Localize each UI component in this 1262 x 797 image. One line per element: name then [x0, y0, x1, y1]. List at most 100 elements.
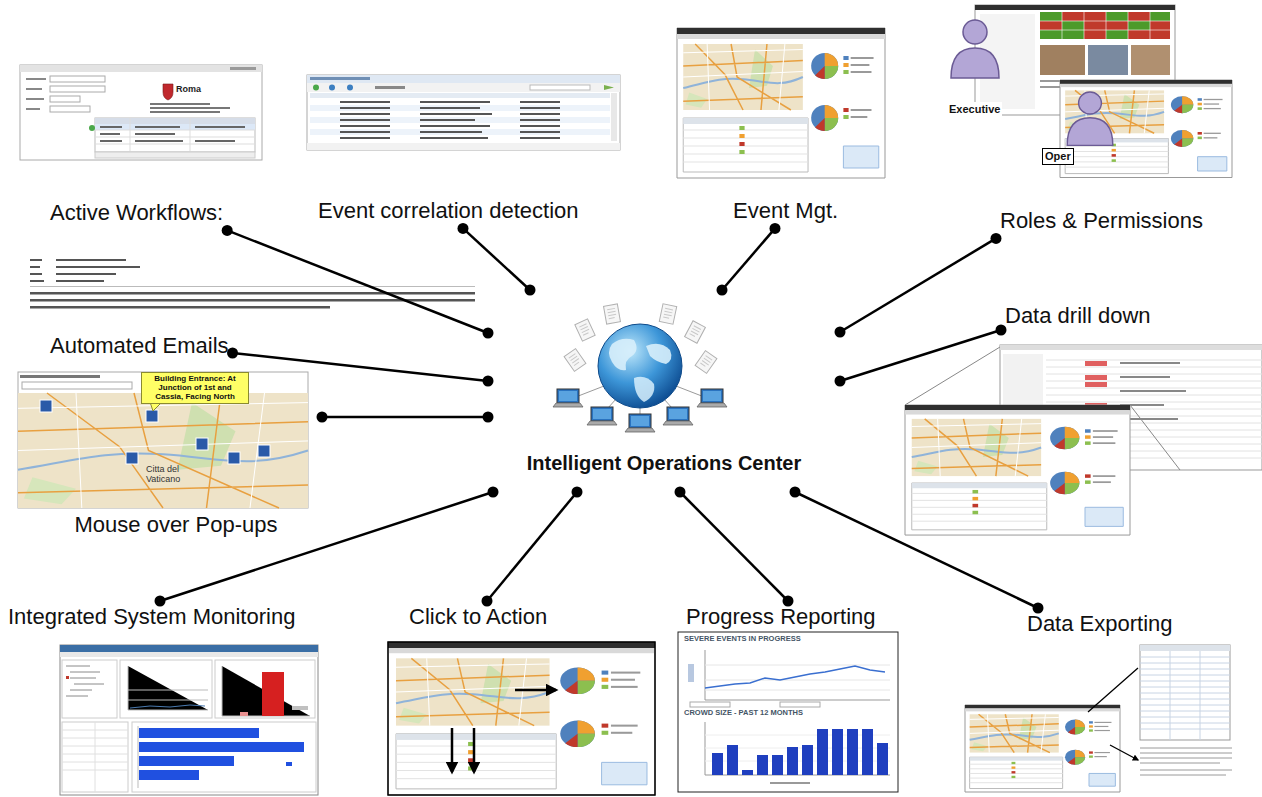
- monitoring-screenshot: [62, 722, 128, 792]
- workflow-screenshot: [230, 67, 256, 70]
- monitoring-screenshot: [222, 666, 310, 716]
- role-name: Executive: [947, 102, 1002, 117]
- workflow-screenshot: [135, 126, 180, 128]
- monitoring-screenshot: [66, 666, 104, 696]
- progress-charts: [817, 729, 828, 775]
- correlation-screenshot: [520, 119, 560, 121]
- progress-charts: [678, 632, 898, 792]
- feature-node: Integrated System Monitoring: [4, 601, 299, 634]
- spoke-line: [795, 492, 1038, 608]
- spoke-dot: [458, 223, 469, 234]
- node-label: Mouse over Pop-ups: [75, 512, 278, 538]
- map-popup: Building Entrance: At Junction of 1st an…: [141, 372, 249, 404]
- emblem-caption: Roma: [176, 84, 201, 94]
- map-screenshot: [258, 445, 270, 457]
- spoke-dot: [717, 285, 728, 296]
- email-screenshot: [30, 266, 40, 268]
- node-label: Event Mgt.: [733, 198, 838, 224]
- correlation-screenshot: [340, 125, 390, 127]
- progress-charts: [847, 729, 858, 775]
- correlation-screenshot: [340, 113, 390, 115]
- drilldown-screenshots: [1120, 376, 1170, 378]
- correlation-screenshot: [520, 131, 560, 133]
- node-label: Active Workflows:: [50, 200, 223, 226]
- spoke-dot: [991, 233, 1002, 244]
- chart-title: CROWD SIZE - PAST 12 MONTHS: [684, 709, 803, 718]
- correlation-screenshot: [310, 123, 610, 129]
- workflow-screenshot: [100, 140, 122, 142]
- roles-screenshots: [1062, 30, 1084, 39]
- email-screenshot: [30, 286, 475, 287]
- spoke-dot: [525, 285, 536, 296]
- hub-icon: [695, 351, 717, 374]
- feature-node: Roles & Permissions: [996, 205, 1207, 238]
- export-screenshots: [1140, 744, 1232, 792]
- workflow-screenshot: [26, 98, 44, 100]
- spoke-line: [680, 492, 788, 601]
- correlation-screenshot: [307, 75, 620, 150]
- click-action-screenshot: [515, 689, 556, 692]
- correlation-screenshot: [307, 143, 620, 150]
- hub-icon: [663, 407, 693, 425]
- correlation-screenshot: [520, 137, 560, 139]
- export-screenshots: [1088, 668, 1138, 760]
- spoke-dot: [227, 348, 238, 359]
- roles-screenshots: [951, 5, 1232, 178]
- monitoring-screenshot: [60, 645, 318, 795]
- correlation-screenshot: [604, 85, 614, 90]
- monitoring-screenshot: [139, 728, 259, 738]
- hub-icon: [598, 324, 682, 408]
- roles-screenshots: [1084, 12, 1106, 21]
- map-screenshot: [196, 438, 208, 450]
- hub-icon: [553, 389, 583, 407]
- workflow-screenshot: [95, 118, 255, 152]
- correlation-screenshot: [310, 129, 610, 135]
- workflow-screenshot: [20, 65, 262, 160]
- email-screenshot: [56, 280, 104, 282]
- correlation-screenshot: [420, 113, 492, 115]
- map-screenshot: [18, 372, 308, 508]
- drilldown-screenshots: [905, 405, 1130, 535]
- hub-icon: [553, 304, 727, 432]
- email-screenshot: [56, 266, 140, 268]
- workflow-screenshot: [26, 88, 42, 90]
- roles-screenshots: [1150, 12, 1170, 21]
- progress-charts: [787, 747, 798, 775]
- feature-node: Data Exporting: [1023, 608, 1177, 641]
- roles-screenshots: [1128, 30, 1150, 39]
- workflow-screenshot: [26, 108, 40, 110]
- monitoring-screenshot: [139, 742, 304, 752]
- monitoring-screenshot: [215, 660, 315, 718]
- event-dashboard-screenshot: [677, 28, 885, 178]
- click-action-screenshot: [388, 642, 655, 795]
- spoke-line: [233, 353, 488, 381]
- progress-charts: [727, 745, 738, 775]
- workflow-screenshot: [95, 118, 255, 152]
- progress-charts: [742, 770, 753, 775]
- correlation-screenshot: [310, 105, 610, 111]
- workflow-screenshot: [50, 106, 90, 112]
- hub-icon: [575, 319, 595, 341]
- roles-screenshots: [1040, 21, 1062, 30]
- spoke-dot: [488, 487, 499, 498]
- correlation-screenshot: [307, 83, 620, 92]
- workflow-screenshot: [20, 65, 262, 72]
- correlation-screenshot: [310, 93, 610, 98]
- roles-screenshots: [1040, 12, 1062, 21]
- correlation-screenshot: [329, 85, 335, 91]
- progress-charts: [757, 755, 768, 775]
- feature-node: Data drill down: [1001, 300, 1155, 333]
- workflow-screenshot: [195, 126, 245, 128]
- workflow-screenshot: [89, 125, 95, 131]
- spoke-dot: [572, 487, 583, 498]
- correlation-screenshot: [340, 107, 390, 109]
- workflow-screenshot: [20, 65, 262, 160]
- email-screenshot: [30, 280, 44, 282]
- feature-node: Active Workflows:: [46, 197, 227, 230]
- correlation-screenshot: [310, 117, 610, 123]
- node-label: Progress Reporting: [686, 604, 876, 630]
- chart-title: SEVERE EVENTS IN PROGRESS: [684, 635, 801, 644]
- roles-screenshots: [1088, 45, 1128, 75]
- hub-icon: [604, 304, 621, 324]
- roles-screenshots: [1060, 80, 1232, 178]
